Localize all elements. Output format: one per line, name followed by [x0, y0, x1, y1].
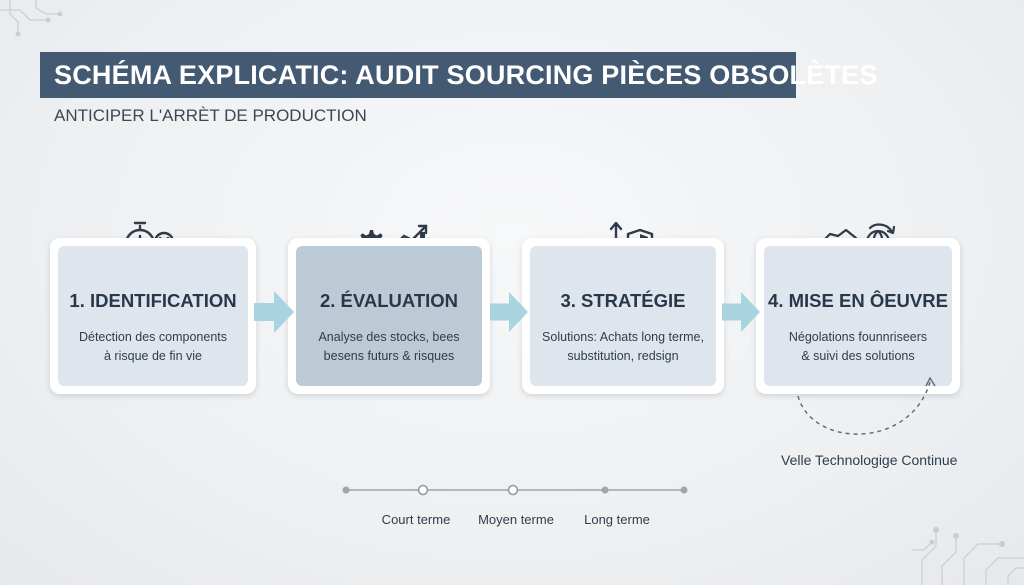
- step-card-evaluation: 2. ÉVALUATION Analyse des stocks, bees b…: [288, 238, 490, 394]
- page-subtitle: ANTICIPER L'ARRÈT DE PRODUCTION: [54, 106, 367, 125]
- step-title: 4. MISE EN ÔEUVRE: [768, 290, 948, 311]
- title-banner: SCHÉMA EXPLICATIC: AUDIT SOURCING PIÈCES…: [40, 52, 877, 98]
- step-card-identification: 1. IDENTIFICATION Détection des componen…: [50, 238, 256, 394]
- timeline-dot: [680, 486, 688, 494]
- step-card-mise-en-oeuvre: 4. MISE EN ÔEUVRE Négolations founnrisee…: [756, 238, 960, 394]
- step-description: Négolations founnriseers & suivi des sol…: [788, 330, 928, 363]
- timeline-marker-moyen: [507, 484, 519, 496]
- flow-arrow-1-2: [254, 291, 294, 333]
- timeline-label-court: Court terme: [381, 512, 451, 527]
- step-description: Solutions: Achats long terme, substituti…: [542, 330, 704, 363]
- step-description: Détection des components à risque de fin…: [78, 330, 227, 363]
- step-title: 2. ÉVALUATION: [319, 290, 459, 311]
- step-description: Analyse des stocks, bees besens futurs &…: [318, 330, 460, 363]
- flow-arrow-3-4: [722, 292, 760, 332]
- step-title: 1. IDENTIFICATION: [69, 290, 237, 311]
- circuit-decoration-top-left: [0, 0, 63, 37]
- timeline-label-long: Long terme: [584, 512, 650, 527]
- continuous-loop-arc: [797, 376, 936, 435]
- loop-label: Velle Technologige Continue: [781, 452, 958, 468]
- flow-arrow-2-3: [490, 292, 528, 332]
- step-card-strategie: 3. STRATÉGIE Solutions: Achats long term…: [522, 238, 724, 394]
- timeline-dot: [601, 486, 609, 494]
- timeline-dot: [342, 486, 350, 494]
- timeline-label-moyen: Moyen terme: [478, 512, 554, 527]
- circuit-decoration-bottom-right: [912, 527, 1024, 585]
- timeline-marker-court: [417, 484, 429, 496]
- step-title: 3. STRATÉGIE: [560, 290, 686, 311]
- timeline-track: [342, 484, 688, 496]
- page-title: SCHÉMA EXPLICATIC: AUDIT SOURCING PIÈCES…: [54, 59, 878, 90]
